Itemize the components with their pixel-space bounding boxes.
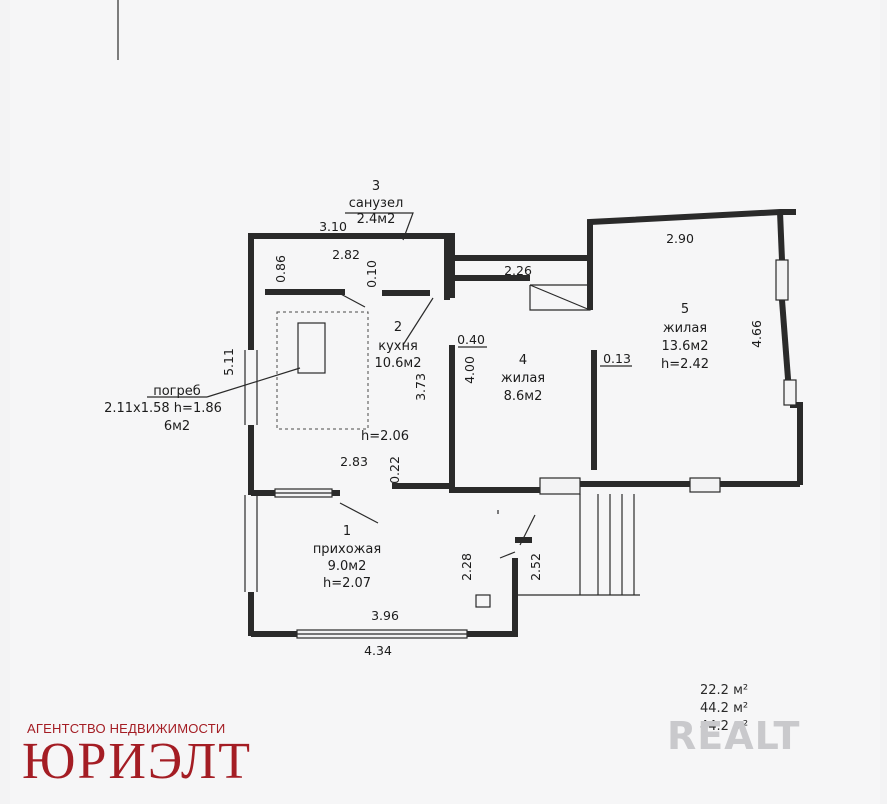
radiator-symbol: [475, 594, 491, 608]
total-area-2: 44.2 м²: [700, 719, 749, 734]
walls: [248, 209, 803, 637]
room-4-number: 4: [519, 353, 527, 368]
agency-caption: АГЕНТСТВО НЕДВИЖИМОСТИ: [27, 721, 226, 736]
room-5-area: 13.6м2: [661, 339, 708, 354]
area-totals: 22.2 м² 44.2 м² 44.2 м²: [700, 682, 770, 736]
dim-hall-right: 2.52: [528, 553, 543, 581]
room-4-area: 8.6м2: [504, 389, 543, 404]
corridor-stair: [529, 284, 591, 311]
cellar-area: 6м2: [164, 419, 190, 434]
agency-logo: ЮРИЭЛТ: [22, 733, 253, 790]
room-3-area: 2.4м2: [357, 212, 396, 227]
dim-room5-width: 2.90: [666, 231, 694, 246]
room-2-name: кухня: [378, 339, 418, 354]
room-1-area: 9.0м2: [328, 559, 367, 574]
room-1-number: 1: [343, 524, 351, 539]
dim-room5-depth: 4.66: [749, 320, 764, 348]
room-1-name: прихожая: [313, 542, 381, 557]
dim-left-wall: 5.11: [221, 348, 236, 376]
window-room5-right: [775, 259, 789, 301]
dim-hall-inner: 3.96: [371, 608, 399, 623]
room-2-number: 2: [394, 320, 402, 335]
dimension-labels: 3.10 2.82 0.86 0.10 2.26 2.90 4.66 5.11 …: [221, 219, 764, 658]
dim-hall-depth: 2.28: [459, 553, 474, 581]
room-4-name: жилая: [501, 371, 545, 386]
wall-room5-right-top: [777, 211, 785, 261]
total-living-area: 22.2 м²: [700, 683, 749, 698]
total-area: 44.2 м²: [700, 701, 749, 716]
realt-watermark: REALT: [667, 714, 801, 758]
leader-lines: [147, 212, 536, 608]
window-room5-bottom: [689, 477, 721, 493]
window-room4: [539, 477, 581, 495]
paper-sheet: [10, 0, 880, 804]
dim-hall-outer: 4.34: [364, 643, 392, 658]
cellar-name: погреб: [153, 384, 201, 399]
porch-steps: [515, 494, 640, 596]
dim-kitchen-depth: 3.73: [413, 373, 428, 401]
dim-top-wall: 3.10: [319, 219, 347, 234]
room-1-height: h=2.07: [323, 576, 371, 591]
wall-room5-top: [587, 209, 796, 310]
room-2-area: 10.6м2: [374, 356, 421, 371]
room-3-name: санузел: [349, 196, 404, 211]
dim-stub: 0.22: [387, 456, 402, 484]
room-5-name: жилая: [663, 321, 707, 336]
windows: [244, 259, 797, 639]
dim-room4-offset: 0.40: [457, 332, 485, 347]
dim-room4-depth: 4.00: [462, 356, 477, 384]
dim-partition: 0.10: [364, 260, 379, 288]
room-5-height: h=2.42: [661, 357, 709, 372]
room-3-number: 3: [372, 179, 380, 194]
cellar-outline: [276, 311, 369, 430]
window-room5-right-2: [783, 379, 797, 406]
dim-corridor: 2.26: [504, 263, 532, 278]
cellar-size: 2.11x1.58 h=1.86: [104, 401, 222, 416]
room-5-number: 5: [681, 302, 689, 317]
cellar-hatch: [297, 322, 326, 374]
kitchen-height: h=2.06: [361, 429, 409, 444]
dim-bath-depth: 0.86: [273, 255, 288, 283]
room-labels: 3 санузел 2.4м2 2 кухня 10.6м2 h=2.06 4 …: [104, 179, 709, 591]
dim-kitchen-width: 2.82: [332, 247, 360, 262]
wall-room4-bottom: [449, 478, 540, 493]
dim-partition-room5: 0.13: [603, 351, 631, 366]
dim-hall-width: 2.83: [340, 454, 368, 469]
